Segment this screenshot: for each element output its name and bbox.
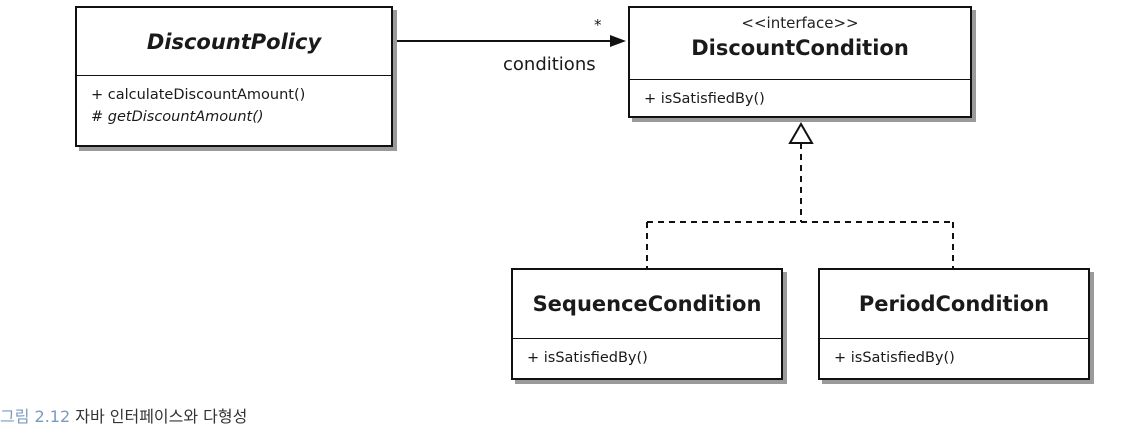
class-discount-policy: DiscountPolicy + calculateDiscountAmount… (75, 6, 393, 147)
interface-discount-condition: <<interface>> DiscountCondition + isSati… (628, 6, 972, 118)
association-label: conditions (503, 54, 596, 75)
operation: + isSatisfiedBy() (527, 350, 648, 366)
operations-compartment: + isSatisfiedBy() (820, 339, 1088, 369)
operations-compartment: + calculateDiscountAmount() # getDiscoun… (77, 76, 391, 128)
figure-caption: 그림 2.12 자바 인터페이스와 다형성 (0, 403, 247, 427)
class-name: PeriodCondition (858, 292, 1050, 316)
caption-text: 자바 인터페이스와 다형성 (75, 407, 248, 426)
operations-compartment: + isSatisfiedBy() (513, 339, 781, 369)
class-period-condition: PeriodCondition + isSatisfiedBy() (818, 268, 1090, 380)
association-arrowhead (610, 35, 626, 47)
class-header: SequenceCondition (513, 270, 781, 339)
operation-abstract: # getDiscountAmount() (91, 109, 264, 125)
stereotype: <<interface>> (741, 14, 859, 32)
class-name: DiscountCondition (691, 36, 909, 60)
association-multiplicity: * (594, 16, 602, 34)
realization-triangle (788, 122, 814, 144)
class-header: DiscountPolicy (77, 8, 391, 76)
class-header: PeriodCondition (820, 270, 1088, 339)
operation: + isSatisfiedBy() (644, 91, 765, 107)
class-sequence-condition: SequenceCondition + isSatisfiedBy() (511, 268, 783, 380)
operations-compartment: + isSatisfiedBy() (630, 80, 970, 110)
class-name: DiscountPolicy (146, 30, 322, 54)
class-name: SequenceCondition (532, 292, 762, 316)
class-header: <<interface>> DiscountCondition (630, 8, 970, 80)
figure-number: 그림 2.12 (0, 407, 71, 426)
operation: + calculateDiscountAmount() (91, 87, 306, 103)
operation: + isSatisfiedBy() (834, 350, 955, 366)
